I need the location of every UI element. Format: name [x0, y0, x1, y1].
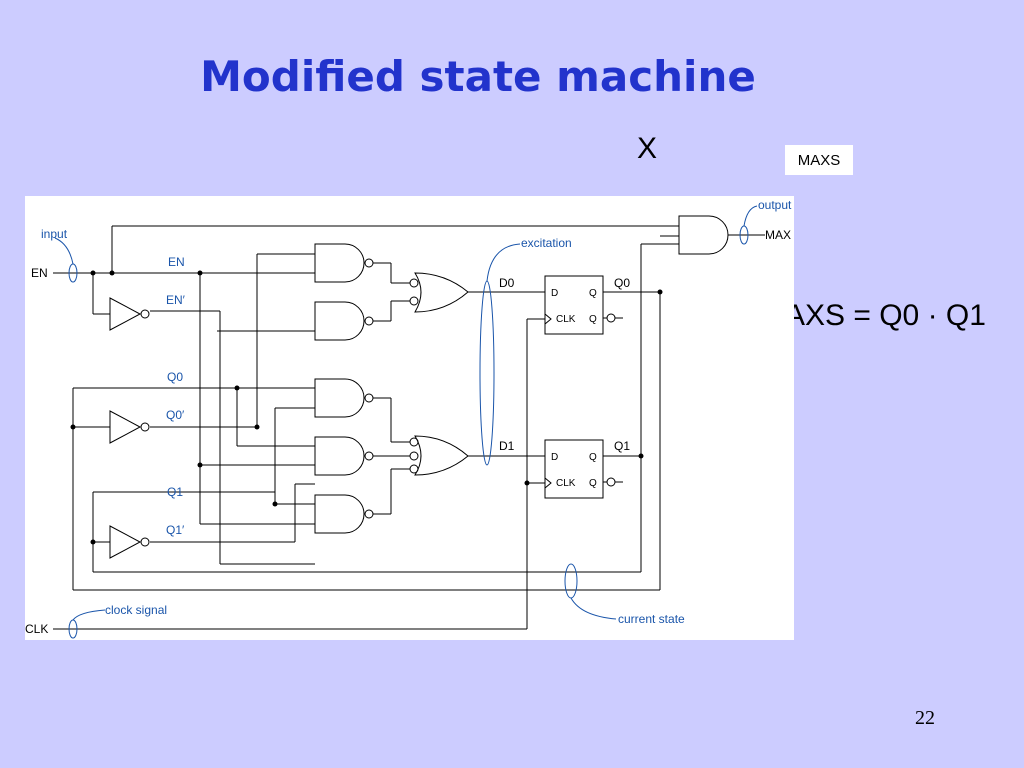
- output-annotation: output: [758, 198, 792, 212]
- maxs-box: MAXS: [785, 145, 853, 175]
- ff1-q-pin: Q: [589, 452, 597, 463]
- circuit-svg: EN CLK MAX D0 D1 Q0 Q1 EN EN′ Q0 Q0′ Q1 …: [25, 198, 792, 639]
- slide-title: Modified state machine: [200, 52, 756, 101]
- en-not-wire-label: EN′: [166, 293, 186, 307]
- current-state-annotation: current state: [618, 612, 685, 626]
- ff0-d-pin: D: [551, 288, 558, 299]
- q1-wire-label: Q1: [167, 485, 183, 499]
- en-wire-label: EN: [168, 255, 185, 269]
- page-number: 22: [915, 707, 935, 729]
- ff1-qbar-pin: Q: [589, 478, 597, 489]
- q0-output-label: Q0: [614, 276, 630, 290]
- circuit-diagram: EN CLK MAX D0 D1 Q0 Q1 EN EN′ Q0 Q0′ Q1 …: [25, 196, 794, 640]
- clock-signal-annotation: clock signal: [105, 603, 167, 617]
- maxs-equation: MAXS = Q0 · Q1: [760, 299, 986, 332]
- q1-not-wire-label: Q1′: [166, 523, 185, 537]
- d1-label: D1: [499, 439, 515, 453]
- q0-not-wire-label: Q0′: [166, 408, 185, 422]
- excitation-annotation: excitation: [521, 236, 572, 250]
- q1-output-label: Q1: [614, 439, 630, 453]
- ff0-qbar-pin: Q: [589, 314, 597, 325]
- max-signal: MAX: [765, 228, 791, 242]
- clk-signal: CLK: [25, 622, 48, 636]
- d0-label: D0: [499, 276, 515, 290]
- ff0-q-pin: Q: [589, 288, 597, 299]
- x-label: X: [637, 132, 658, 165]
- q0-wire-label: Q0: [167, 370, 183, 384]
- input-annotation: input: [41, 227, 68, 241]
- ff0-clk-pin: CLK: [556, 314, 576, 325]
- ff1-clk-pin: CLK: [556, 478, 576, 489]
- en-signal: EN: [31, 266, 48, 280]
- ff1-d-pin: D: [551, 452, 558, 463]
